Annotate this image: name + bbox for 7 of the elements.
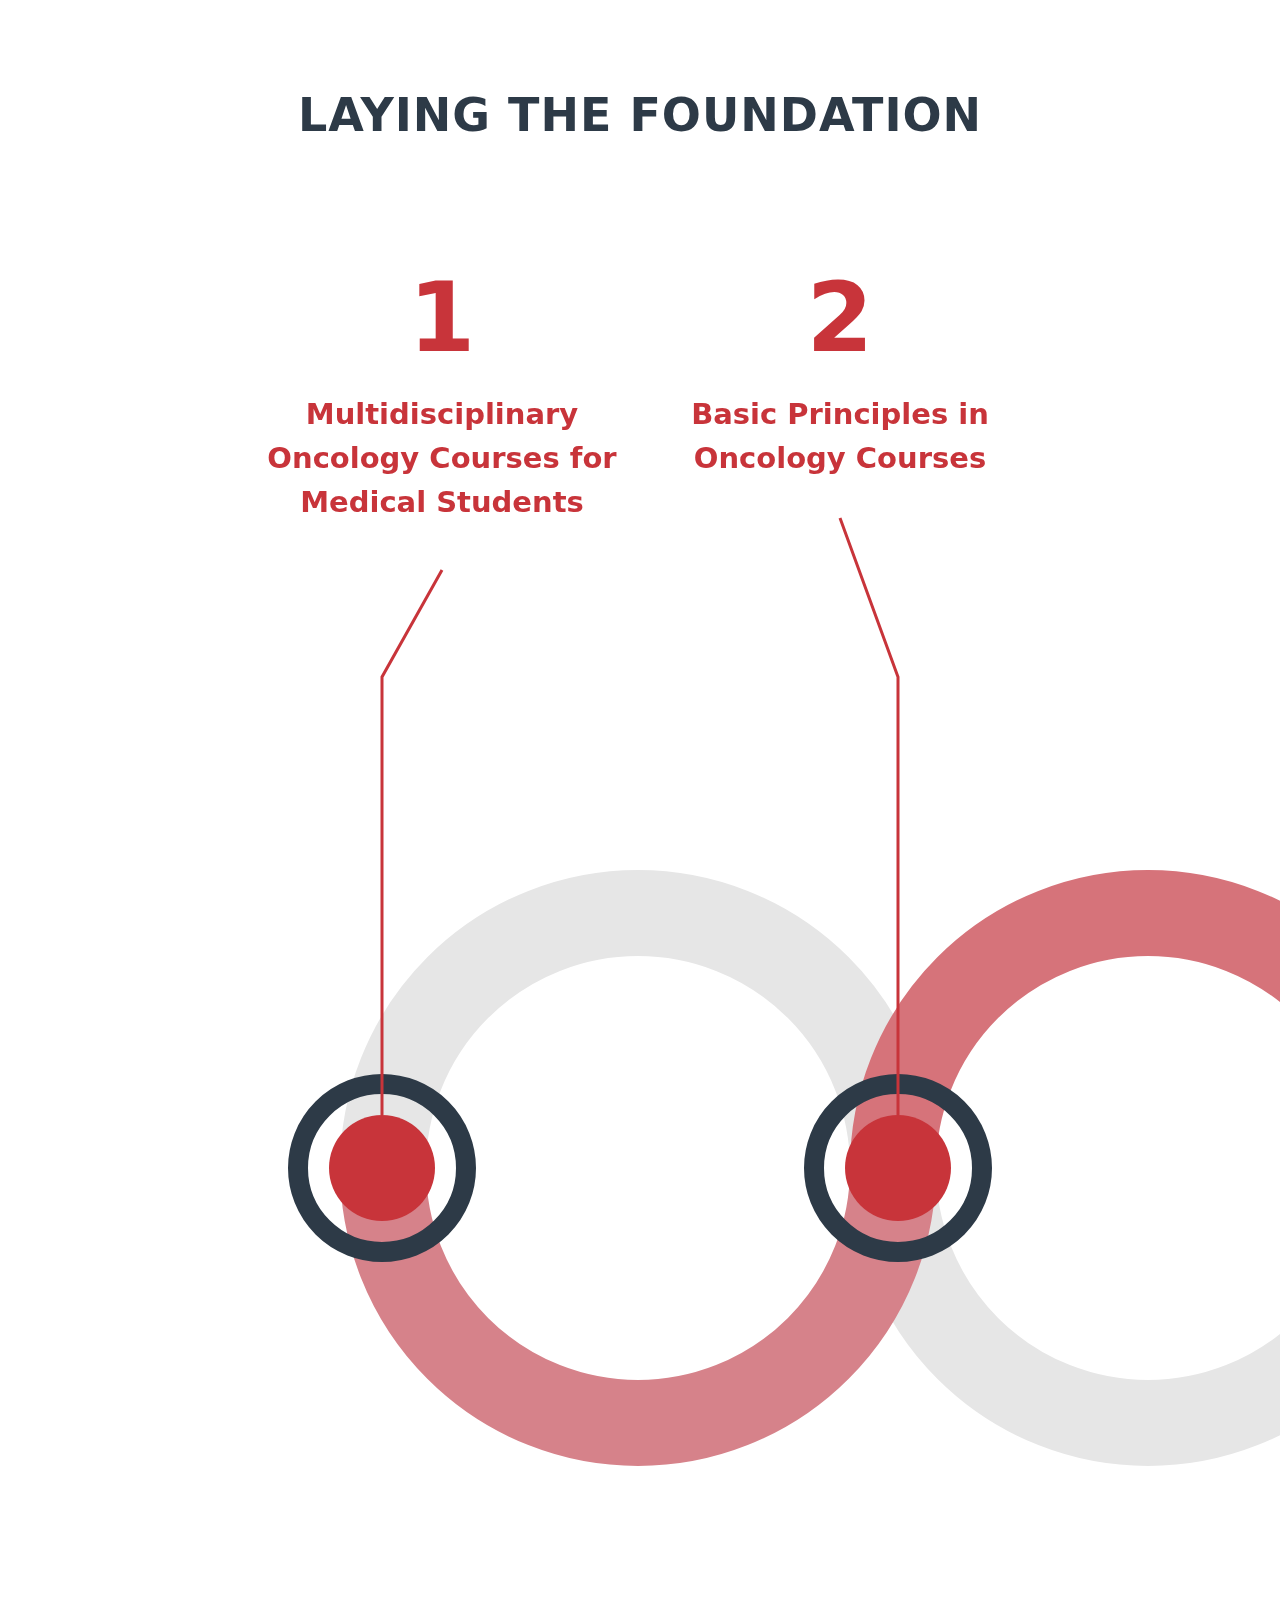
title: LAYING THE FOUNDATION bbox=[297, 88, 983, 142]
course-title: Multidisciplinary Oncology Courses for Medical Students bbox=[266, 396, 618, 521]
leader-line bbox=[838, 517, 900, 1115]
course-title: Basic Principles in Oncology Courses bbox=[690, 396, 990, 477]
step-number: 2 bbox=[805, 270, 875, 366]
leader-line bbox=[380, 569, 444, 1115]
step-number: 1 bbox=[407, 270, 477, 366]
